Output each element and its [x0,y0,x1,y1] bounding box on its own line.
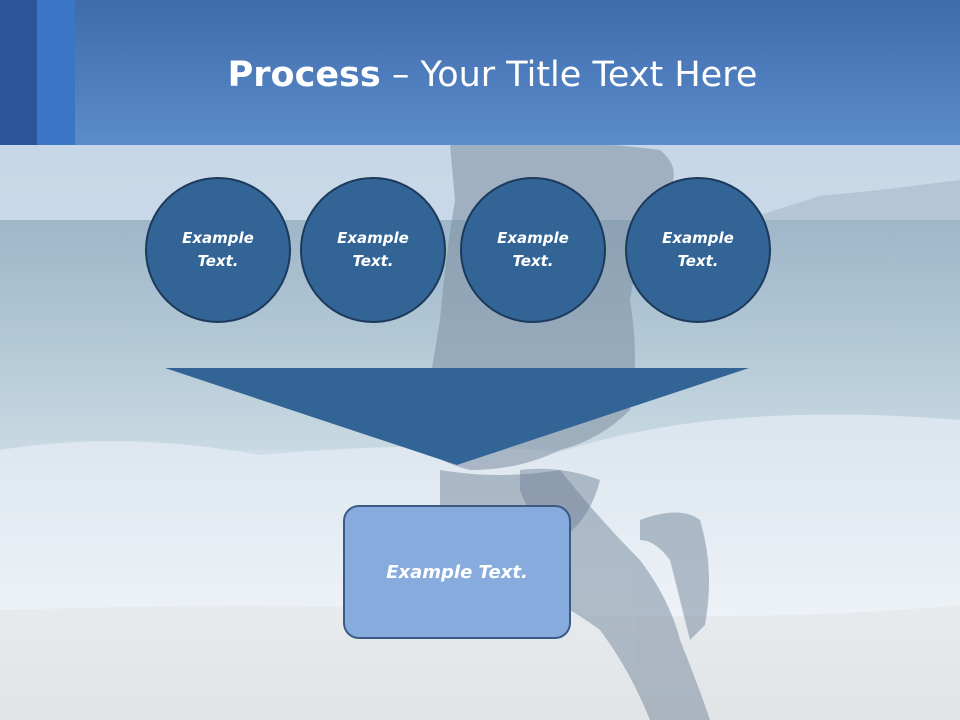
title-band [0,0,960,145]
step-label-line1: Example [497,229,569,247]
accent-stripe-dark [0,0,37,145]
step-label-line2: Text. [352,252,394,270]
title-bold-part: Process [227,55,381,95]
slide-title: Process – Your Title Text Here [0,52,960,98]
result-box[interactable]: Example Text. [343,505,571,639]
funnel-triangle [165,368,749,465]
step-label-line2: Text. [197,252,239,270]
title-rest-part: – Your Title Text Here [380,55,758,95]
step-label-line1: Example [182,229,254,247]
step-label-line2: Text. [677,252,719,270]
result-text: Example Text. [386,561,528,583]
step-label-line1: Example [337,229,409,247]
step-label-line2: Text. [512,252,554,270]
accent-stripe-light [37,0,75,145]
step-label-line1: Example [662,229,734,247]
